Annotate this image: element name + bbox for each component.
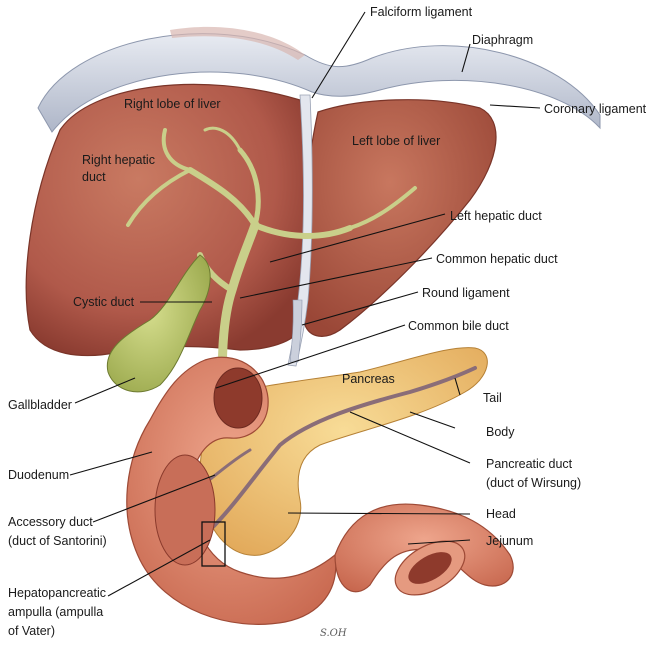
label-falciform-ligament: Falciform ligament [370, 5, 473, 19]
round-ligament-shape [289, 299, 303, 363]
diaphragm-band [170, 26, 305, 61]
label-right-hepatic-duct-line1: Right hepatic [82, 153, 155, 167]
label-head: Head [486, 507, 516, 521]
label-coronary-ligament: Coronary ligament [544, 102, 647, 116]
label-round-ligament: Round ligament [422, 286, 510, 300]
label-gallbladder: Gallbladder [8, 398, 72, 412]
label-ampulla-line3: of Vater) [8, 624, 55, 638]
jejunum-lumen [408, 552, 452, 584]
label-tail: Tail [483, 391, 502, 405]
label-ampulla-line1: Hepatopancreatic [8, 586, 106, 600]
bile-duct-tree [126, 126, 417, 405]
label-cystic-duct: Cystic duct [73, 295, 135, 309]
label-pancreatic-duct-line2: (duct of Wirsung) [486, 476, 581, 490]
label-body: Body [486, 425, 515, 439]
falciform-ligament-shape [287, 94, 313, 367]
label-diaphragm: Diaphragm [472, 33, 533, 47]
label-accessory-duct-line2: (duct of Santorini) [8, 534, 107, 548]
label-pancreatic-duct-line1: Pancreatic duct [486, 457, 573, 471]
duodenum-opening [213, 367, 263, 429]
leader-lines [69, 11, 541, 597]
label-ampulla-line2: ampulla (ampulla [8, 605, 103, 619]
label-pancreas: Pancreas [342, 372, 395, 386]
label-left-lobe: Left lobe of liver [352, 134, 440, 148]
duodenum-lumen [154, 454, 216, 566]
label-right-lobe: Right lobe of liver [124, 97, 221, 111]
label-duodenum: Duodenum [8, 468, 69, 482]
label-common-bile-duct: Common bile duct [408, 319, 509, 333]
label-left-hepatic-duct: Left hepatic duct [450, 209, 542, 223]
artist-signature: S.OH [320, 628, 347, 639]
label-jejunum: Jejunum [486, 534, 533, 548]
label-accessory-duct-line1: Accessory duct [8, 515, 93, 529]
pancreatic-duct-shape [208, 366, 477, 532]
label-common-hepatic-duct: Common hepatic duct [436, 252, 558, 266]
gallbladder-shape [106, 254, 211, 393]
label-right-hepatic-duct-line2: duct [82, 170, 106, 184]
